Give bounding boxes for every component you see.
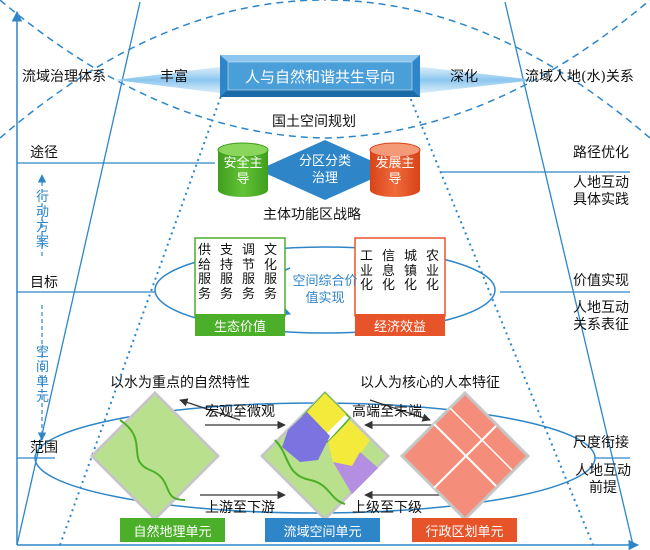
macro-label: 宏观至微观 [205, 404, 275, 420]
left-dashed-arc [0, 0, 326, 139]
right-label-premise: 人地互动前提 [575, 463, 631, 496]
right-label-scale: 尺度衔接 [573, 435, 629, 451]
diamond-label: 分区分类治理 [298, 154, 351, 186]
eco-item: 调节服务 [241, 243, 255, 302]
page-title: 人与自然和谐共生导向 [244, 67, 395, 86]
eco-item: 文化服务 [263, 243, 277, 302]
upstream-label: 上游至下游 [205, 500, 275, 516]
left-label-path: 途径 [30, 145, 58, 161]
left-axis-lower: 空间单元 [35, 345, 49, 405]
econ-item: 农业化 [425, 249, 439, 293]
enrich-label: 丰富 [160, 69, 188, 85]
right-cylinder [370, 150, 420, 197]
left-ribbon [115, 65, 235, 95]
natural-feature-title: 以水为重点的自然特性 [110, 375, 250, 391]
eco-item: 供给服务 [197, 243, 211, 302]
upper-dashed-arc [0, 0, 650, 139]
top-left-label: 流域治理体系 [22, 69, 106, 85]
admin-unit-label: 行政区划单元 [425, 524, 504, 540]
basin-unit-label: 流域空间单元 [283, 524, 362, 540]
high-label: 高端至末端 [352, 404, 422, 420]
center-value-label: 空间综合价值实现 [292, 274, 358, 306]
right-label-value: 价值实现 [573, 273, 629, 289]
value-ellipse [154, 246, 496, 334]
deepen-label: 深化 [450, 69, 478, 85]
right-ribbon [405, 65, 535, 95]
right-label-practice: 人地互动具体实践 [573, 175, 629, 208]
left-axis-upper: 行动方案 [35, 190, 49, 250]
left-label-scope: 范围 [30, 440, 58, 456]
left-diagonal [16, 1, 141, 546]
left-cylinder [218, 150, 268, 197]
center-diamond [258, 140, 392, 200]
econ-item: 工业化 [359, 249, 373, 293]
left-cylinder-label: 安全主导 [223, 156, 263, 187]
right-label-relation: 人地互动关系表征 [573, 300, 629, 333]
admin-unit-diamond [399, 390, 531, 522]
right-dashed-arc [324, 0, 650, 139]
econ-item: 信息化 [381, 249, 395, 293]
superior-label: 上级至下级 [352, 500, 422, 516]
right-label-path-opt: 路径优化 [573, 145, 629, 161]
left-label-goal: 目标 [30, 275, 58, 291]
tier1-bottom: 主体功能区战略 [263, 207, 361, 223]
econ-item: 城镇化 [403, 249, 417, 293]
eco-label: 生态价值 [213, 319, 266, 335]
eco-item: 支持服务 [219, 243, 233, 302]
basin-unit-diamond [259, 390, 391, 522]
econ-label: 经济效益 [373, 319, 426, 335]
top-right-label: 流域人地(水)关系 [525, 69, 634, 85]
natural-unit-label: 自然地理单元 [133, 524, 212, 540]
right-cylinder-label: 发展主导 [375, 156, 415, 187]
human-feature-title: 以人为核心的人本特征 [360, 375, 500, 391]
right-diagonal [504, 1, 634, 546]
natural-unit-diamond [89, 390, 221, 522]
tier1-top: 国土空间规划 [272, 114, 356, 130]
